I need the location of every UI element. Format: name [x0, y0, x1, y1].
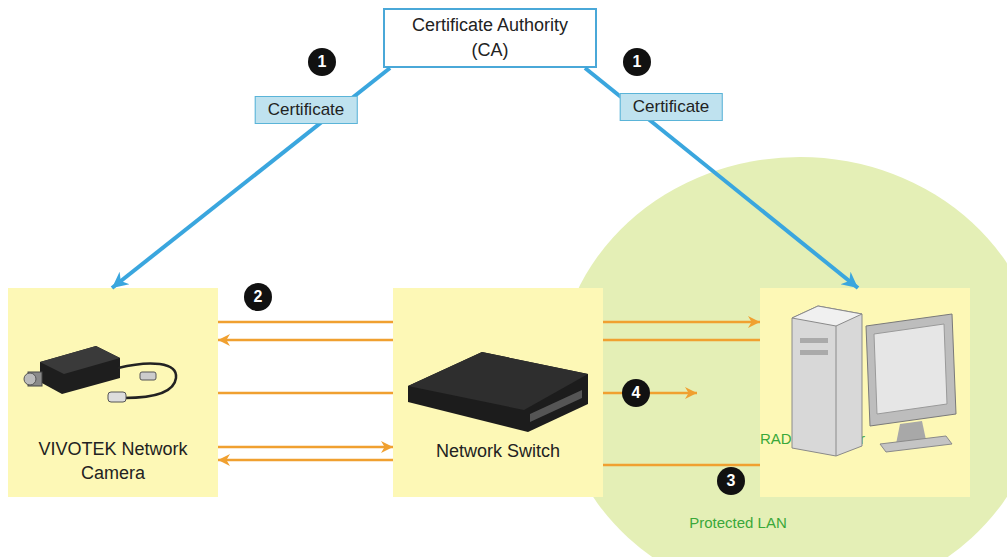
certificate-tag: Certificate	[255, 96, 358, 124]
camera-body	[40, 346, 120, 394]
device-box: RADIUS Server	[760, 288, 970, 497]
camera-illustration	[24, 346, 176, 402]
certificate-authority-box: Certificate Authority (CA)	[383, 8, 597, 68]
message-arrow	[218, 392, 393, 395]
switch-front	[530, 390, 582, 422]
bnc-connector	[28, 372, 42, 386]
message-arrow	[603, 321, 760, 324]
switch-illustration	[408, 352, 588, 432]
cable-plug	[140, 372, 156, 380]
cable-plug	[108, 392, 126, 402]
monitor-screen	[874, 324, 947, 414]
tower-case	[792, 306, 862, 456]
zone-label: Protected LAN	[689, 514, 787, 531]
message-arrow	[603, 339, 760, 342]
tower-top	[792, 306, 862, 326]
node-label: Network Switch	[436, 439, 560, 463]
callout-number: 1	[308, 48, 336, 76]
callout-number: 1	[623, 48, 651, 76]
message-arrow	[603, 464, 760, 467]
access-arrow	[603, 392, 697, 395]
callout-number: 4	[622, 379, 650, 407]
callout-number: 3	[717, 467, 745, 495]
zone-ellipse	[557, 157, 1007, 557]
monitor-frame	[866, 314, 956, 426]
computer-illustration	[792, 306, 956, 456]
node-label: Certificate Authority (CA)	[395, 13, 585, 63]
tower-edge	[836, 326, 837, 456]
message-arrow	[218, 321, 393, 324]
certificate-line	[585, 68, 858, 288]
device-box: VIVOTEK Network Camera	[8, 288, 218, 497]
switch-top	[408, 352, 588, 410]
network-zone: Protected LAN RADIUS Server	[557, 157, 1007, 557]
message-arrow	[218, 446, 393, 449]
switch-body	[408, 352, 588, 432]
node-label: VIVOTEK Network Camera	[18, 437, 208, 485]
node-label: RADIUS Server	[760, 427, 865, 451]
camera-top	[40, 346, 120, 374]
certificate-tag: Certificate	[620, 93, 723, 121]
message-arrow	[218, 339, 393, 342]
camera-cable	[118, 363, 176, 398]
monitor-stand	[896, 421, 926, 444]
message-arrow	[218, 459, 393, 462]
callout-number: 2	[244, 283, 272, 311]
monitor-base	[880, 436, 952, 452]
drive-bay	[800, 350, 828, 355]
certificate-line	[112, 68, 390, 288]
bnc-connector	[24, 373, 36, 385]
device-box: Network Switch	[393, 288, 603, 497]
drive-bay	[800, 338, 828, 343]
